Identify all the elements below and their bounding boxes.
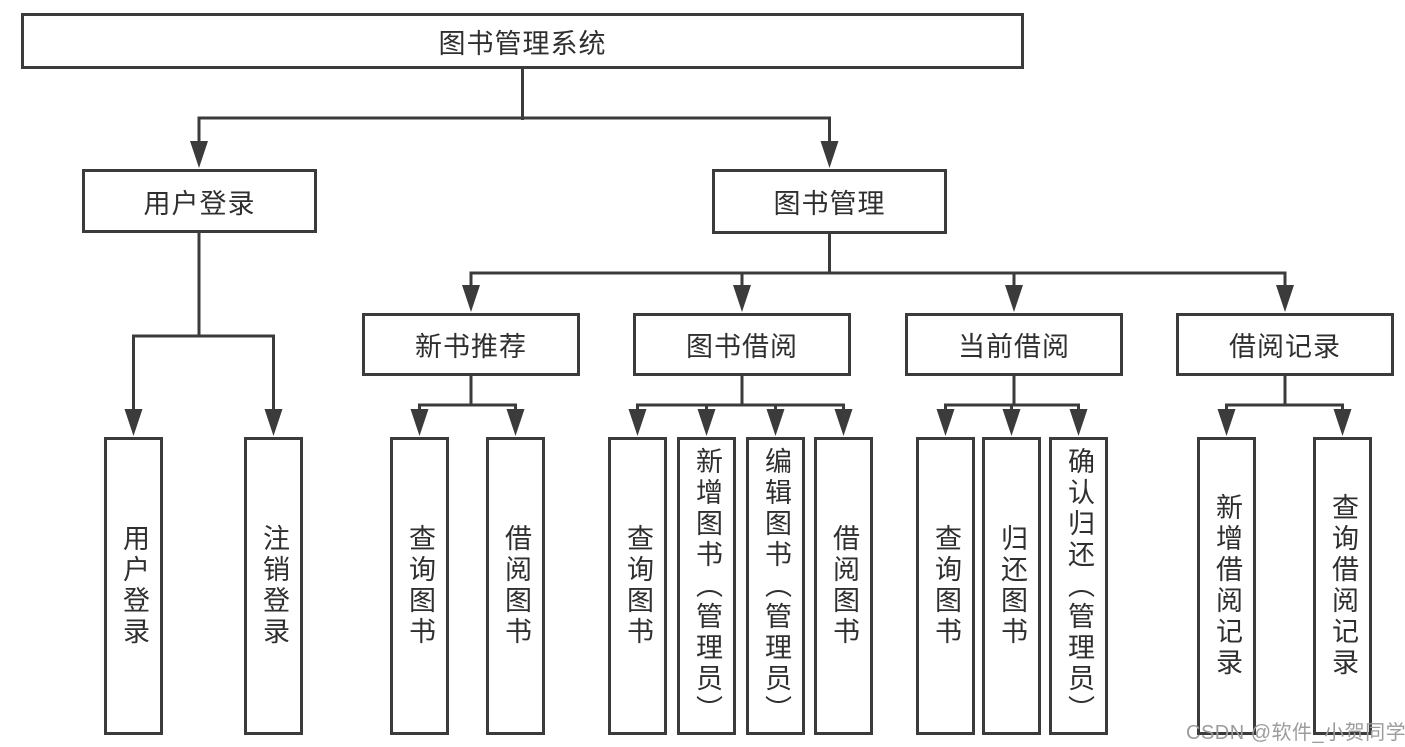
leaf-query-books-recommend-label: 查询图书 <box>405 524 435 648</box>
leaf-query-borrow-record-label: 查询借阅记录 <box>1328 493 1358 679</box>
leaf-return-book-label: 归还图书 <box>997 524 1027 648</box>
leaf-confirm-return-admin-label: 确认归还（管理员） <box>1064 446 1094 726</box>
node-book-management: 图书管理 <box>712 169 947 234</box>
node-library-management-system: 图书管理系统 <box>21 13 1024 69</box>
node-book-borrowing: 图书借阅 <box>633 313 851 376</box>
leaf-query-books-current: 查询图书 <box>916 437 975 735</box>
leaf-query-books-borrowing: 查询图书 <box>608 437 667 735</box>
node-borrow-records: 借阅记录 <box>1176 313 1394 376</box>
node-book-borrowing-label: 图书借阅 <box>686 332 798 362</box>
leaf-borrow-books-recommend: 借阅图书 <box>486 437 545 735</box>
leaf-edit-book-admin-label: 编辑图书（管理员） <box>761 446 791 726</box>
node-current-borrowing: 当前借阅 <box>905 313 1123 376</box>
node-library-management-system-label: 图书管理系统 <box>438 28 607 59</box>
node-user-login: 用户登录 <box>82 169 317 233</box>
leaf-add-borrow-record-label: 新增借阅记录 <box>1212 493 1242 679</box>
leaf-borrow-books-recommend-label: 借阅图书 <box>501 524 531 648</box>
node-new-book-recommend: 新书推荐 <box>362 313 580 376</box>
leaf-add-book-admin: 新增图书（管理员） <box>677 437 736 735</box>
leaf-add-book-admin-label: 新增图书（管理员） <box>692 446 722 726</box>
leaf-query-books-current-label: 查询图书 <box>931 524 961 648</box>
leaf-query-books-recommend: 查询图书 <box>390 437 449 735</box>
leaf-return-book: 归还图书 <box>982 437 1041 735</box>
leaf-confirm-return-admin: 确认归还（管理员） <box>1049 437 1108 735</box>
node-new-book-recommend-label: 新书推荐 <box>415 332 527 362</box>
leaf-query-borrow-record: 查询借阅记录 <box>1313 437 1372 735</box>
leaf-edit-book-admin: 编辑图书（管理员） <box>746 437 805 735</box>
leaf-query-books-borrowing-label: 查询图书 <box>623 524 653 648</box>
leaf-user-login: 用户登录 <box>104 437 163 735</box>
leaf-borrow-books-label: 借阅图书 <box>829 524 859 648</box>
arrowhead-icons <box>124 141 1352 436</box>
node-user-login-label: 用户登录 <box>143 188 256 219</box>
node-current-borrowing-label: 当前借阅 <box>958 332 1070 362</box>
leaf-user-login-label: 用户登录 <box>119 524 149 648</box>
leaf-borrow-books: 借阅图书 <box>814 437 873 735</box>
leaf-logout: 注销登录 <box>244 437 303 735</box>
node-book-management-label: 图书管理 <box>773 189 886 219</box>
leaf-logout-label: 注销登录 <box>259 524 289 648</box>
leaf-add-borrow-record: 新增借阅记录 <box>1197 437 1256 735</box>
node-borrow-records-label: 借阅记录 <box>1229 332 1341 362</box>
